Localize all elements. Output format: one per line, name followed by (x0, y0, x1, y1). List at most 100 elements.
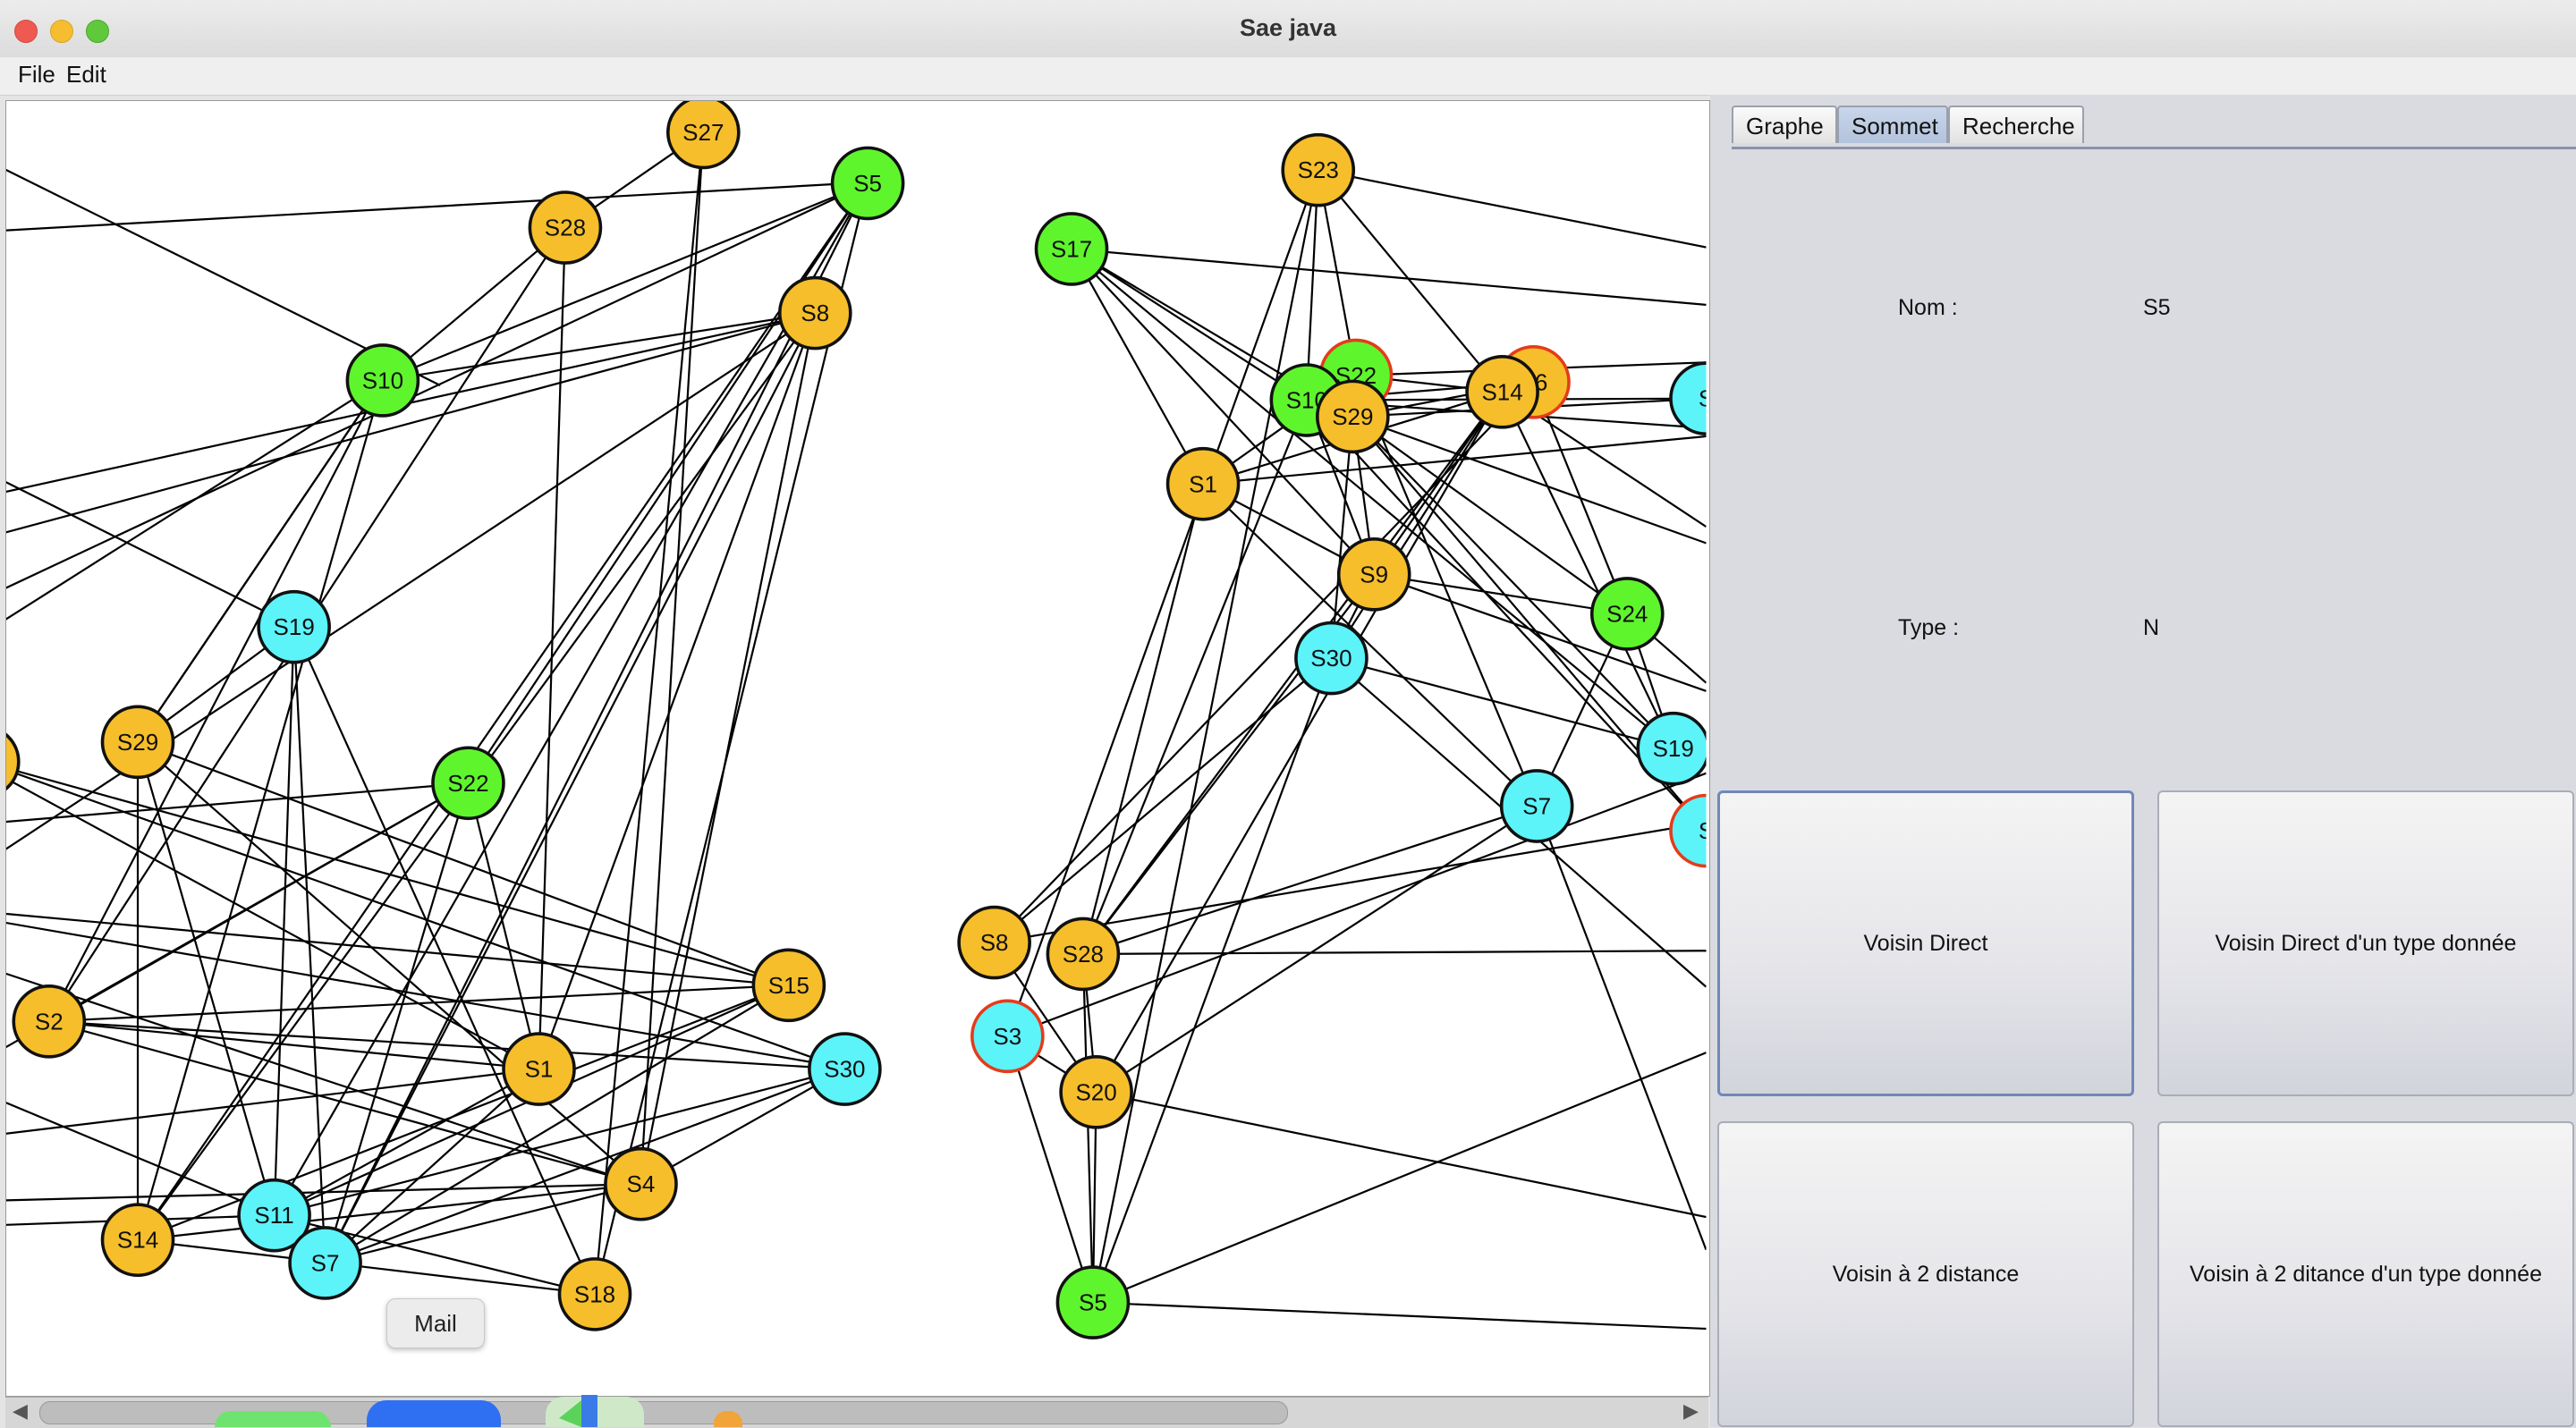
graph-node-s1[interactable]: S1 (1165, 446, 1241, 521)
mail-dock-icon[interactable] (367, 1400, 501, 1427)
graph-node-s23[interactable]: S23 (1281, 132, 1356, 207)
graph-node-s7[interactable]: S7 (1499, 769, 1574, 843)
graph-node-circle[interactable] (970, 999, 1045, 1074)
graph-node-circle[interactable] (257, 589, 331, 664)
graph-node-circle[interactable] (808, 1032, 882, 1106)
menu-file[interactable]: File (18, 61, 55, 88)
menu-edit[interactable]: Edit (66, 61, 106, 88)
graph-edge (640, 1068, 845, 1186)
photos-dock-icon[interactable] (714, 1411, 742, 1427)
maximize-window-button[interactable] (86, 20, 109, 43)
graph-edge (137, 740, 642, 1186)
graph-node-s5[interactable]: S5 (6, 726, 21, 797)
tab-recherche[interactable]: Recherche (1948, 106, 2084, 143)
neighbor-distance2-button[interactable]: Voisin à 2 distance (1717, 1121, 2134, 1427)
graph-node-circle[interactable] (604, 1146, 678, 1221)
scroll-right-icon[interactable]: ▶ (1683, 1399, 1699, 1422)
graph-node-circle[interactable] (100, 705, 175, 780)
graph-node-s1[interactable]: S1 (502, 1032, 576, 1106)
graph-node-s18[interactable]: S18 (557, 1257, 632, 1331)
graph-node-circle[interactable] (1281, 132, 1356, 207)
graph-node-s8[interactable]: S8 (957, 905, 1031, 980)
graph-node-circle[interactable] (431, 746, 505, 821)
graph-node-circle[interactable] (1465, 355, 1539, 429)
graph-node-s28[interactable]: S28 (528, 190, 603, 265)
graph-node-circle[interactable] (345, 343, 420, 418)
graph-node-circle[interactable] (1669, 793, 1709, 868)
scroll-left-icon[interactable]: ◀ (13, 1399, 28, 1422)
graph-node-s11[interactable]: S11 (237, 1178, 311, 1253)
graph-node-circle[interactable] (957, 905, 1031, 980)
messages-dock-icon[interactable] (215, 1411, 331, 1427)
graph-node-circle[interactable] (1059, 1054, 1133, 1129)
graph-node-s3[interactable]: S3 (970, 999, 1045, 1074)
graph-node-circle[interactable] (1034, 212, 1109, 286)
graph-node-label: S22 (447, 770, 488, 797)
graph-node-circle[interactable] (6, 726, 21, 797)
graph-node-circle[interactable] (1336, 537, 1411, 612)
dock-tooltip: Mail (386, 1298, 485, 1348)
graph-node-s17[interactable]: S17 (1034, 212, 1109, 286)
graph-node-s24[interactable]: S24 (1589, 577, 1665, 651)
tab-graphe[interactable]: Graphe (1732, 106, 1837, 143)
graph-node-s22[interactable]: S22 (431, 746, 505, 821)
graph-node-circle[interactable] (1316, 379, 1390, 454)
graph-node-circle[interactable] (777, 275, 852, 351)
graph-node-s14[interactable]: S14 (100, 1203, 175, 1278)
neighbor-distance2-typed-button[interactable]: Voisin à 2 ditance d'un type donnée (2157, 1121, 2574, 1427)
graph-node-circle[interactable] (666, 101, 741, 170)
minimize-window-button[interactable] (50, 20, 73, 43)
graph-node-circle[interactable] (237, 1178, 311, 1253)
graph-node-s2[interactable]: S2 (12, 984, 87, 1059)
graph-node-circle[interactable] (1294, 621, 1368, 696)
graph-node-s9[interactable]: S9 (1336, 537, 1411, 612)
graph-node-label: S11 (254, 1202, 293, 1229)
graph-node-s30[interactable]: S30 (1294, 621, 1368, 696)
graph-node-circle[interactable] (502, 1032, 576, 1106)
graph-node-s10[interactable]: S10 (345, 343, 420, 418)
graph-node-s19[interactable]: S19 (1636, 711, 1708, 786)
graph-node-circle[interactable] (1046, 917, 1121, 992)
graph-edge (6, 768, 845, 1070)
graph-node-circle[interactable] (100, 1203, 175, 1278)
graph-node-circle[interactable] (288, 1226, 362, 1300)
neighbor-direct-button[interactable]: Voisin Direct (1717, 790, 2134, 1096)
graph-node-s14[interactable]: S14 (1465, 355, 1539, 429)
graph-node-circle[interactable] (1589, 577, 1665, 651)
graph-node-s5[interactable]: S5 (1055, 1265, 1131, 1339)
graph-node-circle[interactable] (557, 1257, 632, 1331)
graph-node-circle[interactable] (751, 948, 826, 1023)
maps-dock-icon[interactable] (546, 1395, 644, 1427)
graph-node-s4[interactable]: S4 (604, 1146, 678, 1221)
graph-node-circle[interactable] (1055, 1265, 1131, 1339)
graph-node-circle[interactable] (1499, 769, 1574, 843)
graph-node-label: S8 (801, 300, 829, 326)
graph-node-circle[interactable] (12, 984, 87, 1059)
graph-node-circle[interactable] (1669, 361, 1709, 435)
graph-node-circle[interactable] (528, 190, 603, 265)
graph-node-s15[interactable]: S15 (751, 948, 826, 1023)
graph-node-s8[interactable]: S8 (777, 275, 852, 351)
graph-node-s30[interactable]: S30 (808, 1032, 882, 1106)
graph-node-s27[interactable]: S27 (666, 101, 741, 170)
graph-node-s19[interactable]: S19 (257, 589, 331, 664)
graph-node-s29[interactable]: S29 (100, 705, 175, 780)
neighbor-direct-typed-button[interactable]: Voisin Direct d'un type donnée (2157, 790, 2574, 1096)
close-window-button[interactable] (14, 20, 38, 43)
graph-edge (1071, 248, 1205, 485)
graph-node-circle[interactable] (1165, 446, 1241, 521)
graph-node-s20[interactable]: S20 (1059, 1054, 1133, 1129)
graph-node-s[interactable]: S (1669, 793, 1709, 868)
graph-edge (6, 1102, 276, 1217)
graph-node-s29[interactable]: S29 (1316, 379, 1390, 454)
graph-node-circle[interactable] (830, 146, 905, 221)
graph-node-s7[interactable]: S7 (288, 1226, 362, 1300)
graph-node-s[interactable]: S (1669, 361, 1709, 435)
graph-node-circle[interactable] (1636, 711, 1708, 786)
tab-sommet[interactable]: Sommet (1837, 106, 1948, 143)
graph-node-s5[interactable]: S5 (830, 146, 905, 221)
graph-node-s28[interactable]: S28 (1046, 917, 1121, 992)
horizontal-scrollbar[interactable]: ◀ ▶ (5, 1397, 1708, 1428)
graph-canvas[interactable]: S27S5S28S8S10S19S29S5S22S15S2S30S1S4S11S… (5, 100, 1710, 1397)
graph-drawing[interactable]: S27S5S28S8S10S19S29S5S22S15S2S30S1S4S11S… (6, 101, 1709, 1396)
